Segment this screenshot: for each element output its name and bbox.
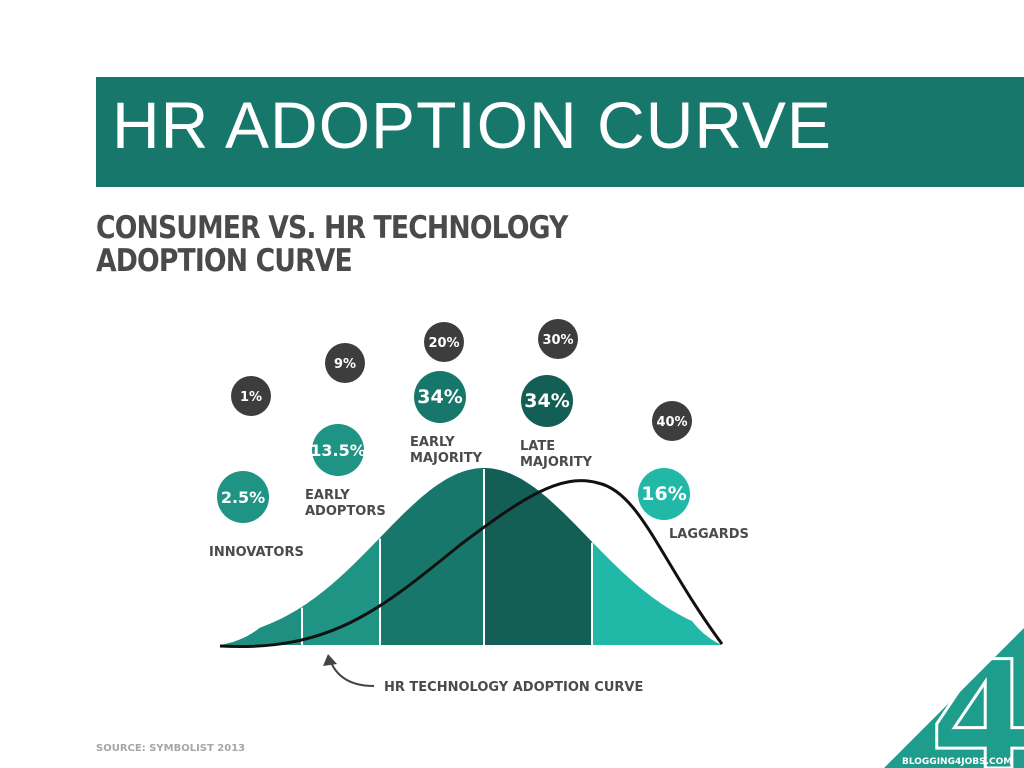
chart-subtitle: CONSUMER VS. HR TECHNOLOGY ADOPTION CURV… <box>96 212 568 278</box>
hr-bubble-innovators <box>231 376 271 416</box>
consumer-bubble-innovators <box>217 471 269 523</box>
segment-laggards <box>592 541 722 645</box>
consumer-bubble-laggards <box>638 468 690 520</box>
subtitle-line-1: CONSUMER VS. HR TECHNOLOGY <box>96 210 568 246</box>
consumer-bubble-early-adopters <box>312 424 364 476</box>
annotation-arrowhead <box>323 654 337 666</box>
segment-late-majority <box>484 468 592 645</box>
hr-value-label: 9% <box>334 357 356 372</box>
segment-label-early-majority: EARLY <box>410 435 455 450</box>
source-text: SOURCE: SYMBOLIST 2013 <box>96 743 245 754</box>
consumer-value-label: 2.5% <box>221 488 265 507</box>
consumer-value-label: 34% <box>524 390 569 412</box>
watermark-glyph: 4 <box>930 630 1024 768</box>
hr-bubble-late-majority <box>538 319 578 359</box>
hr-bubble-laggards <box>652 401 692 441</box>
subtitle-line-2: ADOPTION CURVE <box>96 243 353 279</box>
slide-title: HR ADOPTION CURVE <box>112 88 832 162</box>
watermark-text: BLOGGING4JOBS.COM <box>902 757 1012 767</box>
watermark-logo: 4 BLOGGING4JOBS.COM <box>884 628 1024 768</box>
segment-label-early-adopters: EARLY <box>305 488 350 503</box>
segment-label-early-majority: MAJORITY <box>410 451 483 466</box>
consumer-bubble-early-majority <box>414 371 466 423</box>
hr-value-label: 1% <box>240 390 262 405</box>
hr-value-label: 20% <box>428 336 459 351</box>
hr-bubble-early-adopters <box>325 343 365 383</box>
consumer-value-label: 16% <box>641 483 686 505</box>
consumer-bubble-late-majority <box>521 375 573 427</box>
consumer-value-label: 34% <box>417 386 462 408</box>
segment-label-early-adopters: ADOPTORS <box>305 504 386 519</box>
segment-early-majority <box>380 468 484 645</box>
hr-bubble-early-majority <box>424 322 464 362</box>
hr-value-label: 30% <box>542 333 573 348</box>
segment-early-adopters <box>302 537 380 645</box>
segment-label-innovators: INNOVATORS <box>209 545 304 560</box>
segment-label-late-majority: LATE <box>520 439 555 454</box>
segment-label-laggards: LAGGARDS <box>669 527 749 542</box>
hr-value-label: 40% <box>656 415 687 430</box>
watermark-triangle <box>884 628 1024 768</box>
hr-technology-curve <box>219 479 724 649</box>
annotation-label: HR TECHNOLOGY ADOPTION CURVE <box>384 680 643 695</box>
segment-innovators <box>220 606 302 645</box>
consumer-value-label: 13.5% <box>310 441 366 460</box>
segment-label-late-majority: MAJORITY <box>520 455 593 470</box>
title-bar: HR ADOPTION CURVE <box>96 77 1024 187</box>
